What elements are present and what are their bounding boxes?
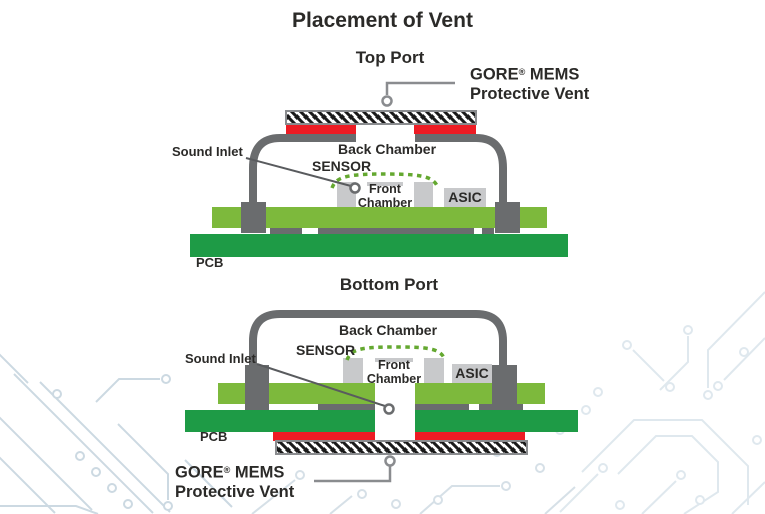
- bottom-front-chamber-label: Front Chamber: [366, 358, 422, 386]
- top-membrane-arc: [330, 172, 440, 189]
- bottom-asic-block: [452, 364, 492, 383]
- top-sound-inlet-leader: [245, 157, 352, 187]
- bottom-sensor-label: SENSOR: [296, 342, 356, 358]
- top-port-diagram: [190, 81, 568, 257]
- bottom-vent-marker: [384, 455, 396, 467]
- bottom-sound-inlet-label: Sound Inlet: [185, 351, 256, 366]
- top-back-chamber-label: Back Chamber: [337, 141, 437, 157]
- top-lid-foot-left: [241, 202, 266, 233]
- top-asic-label: ASIC: [448, 189, 482, 205]
- bottom-mems-sensor: [343, 358, 444, 383]
- bottom-substrate-right: [415, 383, 545, 404]
- circuit-traces-right: [555, 291, 765, 514]
- bottom-port-title: Bottom Port: [339, 275, 439, 294]
- bottom-vent-leader: [314, 466, 392, 483]
- top-vent-leader: [385, 81, 455, 95]
- top-port-title: Top Port: [355, 48, 425, 67]
- top-adhesive-left: [286, 124, 356, 134]
- top-gore-vent-label: GORE® MEMS Protective Vent: [470, 65, 590, 103]
- bottom-asic-label: ASIC: [455, 365, 489, 381]
- bottom-pcb-left: [185, 410, 375, 432]
- bottom-pcb-label: PCB: [200, 429, 228, 444]
- top-sensor-label: SENSOR: [312, 158, 372, 174]
- bottom-gore-vent-label: GORE® MEMS Protective Vent: [175, 463, 295, 501]
- top-front-chamber-label: Front Chamber: [357, 182, 413, 210]
- bottom-sound-inlet-leader: [256, 363, 386, 407]
- top-adhesive-right: [414, 124, 476, 134]
- bottom-adhesive-left: [273, 432, 375, 441]
- top-lid-foot-right: [495, 202, 520, 233]
- top-vent-marker: [381, 95, 393, 107]
- top-substrate: [212, 207, 547, 228]
- bottom-lid: [249, 310, 507, 369]
- bottom-lid-foot-right: [492, 365, 517, 410]
- bottom-port-diagram: [185, 310, 578, 483]
- bottom-vent-membrane: [275, 440, 528, 455]
- circuit-traces-left: [0, 353, 233, 514]
- bottom-sound-inlet-marker: [383, 403, 395, 415]
- registered-mark: ®: [223, 465, 231, 475]
- bottom-lid-foot-left: [245, 365, 269, 410]
- top-solder-pads: [270, 228, 494, 234]
- bottom-membrane-arc: [345, 345, 447, 361]
- top-sound-inlet-marker: [349, 182, 361, 194]
- bottom-pcb-right: [415, 410, 578, 432]
- bottom-substrate-left: [218, 383, 375, 404]
- page-title: Placement of Vent: [292, 9, 473, 32]
- top-sound-inlet-label: Sound Inlet: [172, 144, 243, 159]
- top-pcb: [190, 234, 568, 257]
- top-pcb-label: PCB: [196, 255, 224, 270]
- top-vent-membrane: [285, 110, 477, 125]
- bottom-back-chamber-label: Back Chamber: [338, 322, 438, 338]
- bottom-adhesive-right: [415, 432, 525, 441]
- registered-mark: ®: [518, 67, 526, 77]
- top-asic-block: [444, 188, 486, 207]
- top-lid: [249, 134, 507, 230]
